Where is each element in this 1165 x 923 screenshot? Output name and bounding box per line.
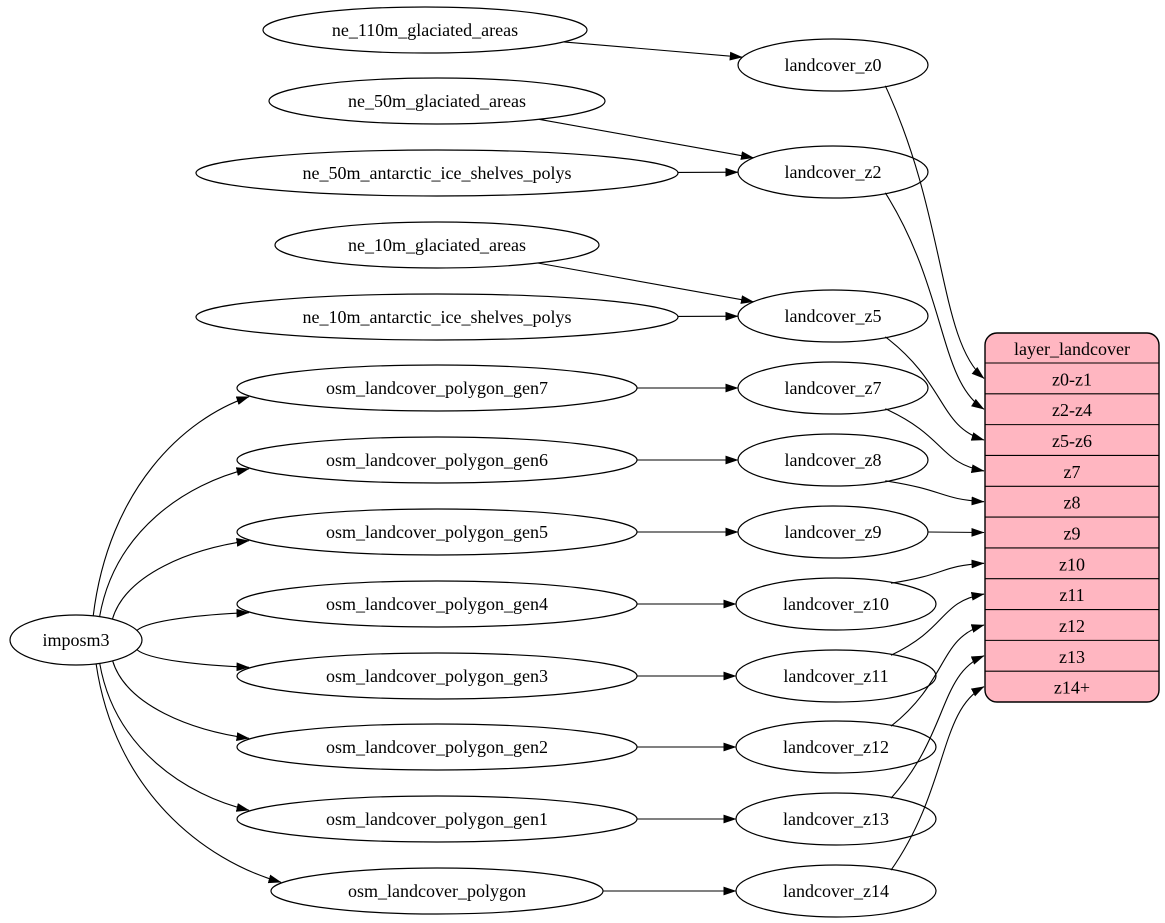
node-label: osm_landcover_polygon_gen6 — [326, 450, 548, 470]
node-landcover_z10: landcover_z10 — [735, 577, 937, 631]
node-ne_50m_glaciated_areas: ne_50m_glaciated_areas — [268, 77, 606, 125]
node-shape — [268, 77, 606, 125]
node-label: landcover_z13 — [783, 809, 889, 829]
node-ne_110m_glaciated_areas: ne_110m_glaciated_areas — [262, 6, 588, 54]
edge-imposm3-to-osm_landcover_polygon_gen7 — [92, 396, 250, 616]
node-label: landcover_z14 — [783, 881, 889, 901]
edge-landcover_z0-to-layer_landcover-row-z0-z1 — [884, 85, 985, 379]
table-row-z13: z13 — [1059, 647, 1085, 667]
node-osm_landcover_polygon_gen5: osm_landcover_polygon_gen5 — [236, 508, 638, 556]
table-row-z2-z4: z2-z4 — [1052, 400, 1092, 420]
edge-landcover_z5-to-layer_landcover-row-z5-z6 — [884, 336, 985, 441]
table-row-z10: z10 — [1059, 554, 1085, 574]
edge-imposm3-to-osm_landcover_polygon_gen6 — [99, 467, 250, 617]
node-osm_landcover_polygon: osm_landcover_polygon — [270, 867, 604, 915]
node-landcover_z7: landcover_z7 — [737, 361, 929, 415]
node-landcover_z9: landcover_z9 — [737, 505, 929, 559]
edge-ne_10m_glaciated_areas-to-landcover_z5 — [537, 262, 754, 304]
node-label: osm_landcover_polygon_gen2 — [326, 737, 548, 757]
table-row-z11: z11 — [1059, 585, 1084, 605]
node-label: osm_landcover_polygon_gen4 — [326, 594, 548, 614]
edge-ne_50m_glaciated_areas-to-landcover_z2 — [538, 118, 754, 160]
edge-landcover_z2-to-layer_landcover-row-z2-z4 — [884, 192, 985, 410]
node-imposm3: imposm3 — [9, 614, 143, 666]
node-label: osm_landcover_polygon_gen5 — [326, 522, 548, 542]
table-row-z9: z9 — [1064, 524, 1081, 544]
table-row-z14+: z14+ — [1054, 678, 1090, 698]
node-ne_10m_glaciated_areas: ne_10m_glaciated_areas — [274, 221, 600, 269]
node-label: landcover_z2 — [785, 162, 882, 182]
node-label: landcover_z5 — [785, 306, 882, 326]
node-osm_landcover_polygon_gen1: osm_landcover_polygon_gen1 — [236, 795, 638, 843]
node-label: landcover_z8 — [785, 450, 882, 470]
node-shape — [9, 614, 143, 666]
node-osm_landcover_polygon_gen6: osm_landcover_polygon_gen6 — [236, 436, 638, 484]
node-label: imposm3 — [42, 630, 109, 650]
edge-landcover_z9-to-layer_landcover-row-z9 — [927, 527, 985, 537]
node-label: ne_50m_antarctic_ice_shelves_polys — [303, 163, 572, 183]
edge-imposm3-to-osm_landcover_polygon_gen2 — [112, 660, 250, 741]
node-label: landcover_z10 — [783, 594, 889, 614]
node-ne_50m_antarctic_ice_shelves_polys: ne_50m_antarctic_ice_shelves_polys — [195, 149, 679, 197]
edge-landcover_z14-to-layer_landcover-row-z14+ — [890, 686, 985, 871]
edge-imposm3-to-osm_landcover_polygon_gen4 — [136, 608, 250, 631]
node-shape — [262, 6, 588, 54]
node-landcover_z14: landcover_z14 — [735, 864, 937, 918]
table-row-z7: z7 — [1064, 462, 1081, 482]
node-landcover_z11: landcover_z11 — [735, 649, 937, 703]
edge-landcover_z8-to-layer_landcover-row-z8 — [885, 480, 985, 506]
edge-landcover_z13-to-layer_landcover-row-z13 — [890, 655, 985, 799]
node-label: landcover_z11 — [783, 666, 888, 686]
node-ne_10m_antarctic_ice_shelves_polys: ne_10m_antarctic_ice_shelves_polys — [195, 293, 679, 341]
node-landcover_z13: landcover_z13 — [735, 792, 937, 846]
node-landcover_z0: landcover_z0 — [737, 38, 929, 92]
edge-imposm3-to-osm_landcover_polygon_gen3 — [136, 649, 250, 672]
node-osm_landcover_polygon_gen2: osm_landcover_polygon_gen2 — [236, 723, 638, 771]
node-label: landcover_z9 — [785, 522, 882, 542]
node-label: landcover_z12 — [783, 737, 889, 757]
edge-landcover_z7-to-layer_landcover-row-z7 — [885, 408, 985, 474]
edge-landcover_z10-to-layer_landcover-row-z10 — [890, 559, 985, 584]
node-label: ne_110m_glaciated_areas — [332, 20, 518, 40]
edge-imposm3-to-osm_landcover_polygon_gen1 — [99, 663, 250, 812]
node-label: landcover_z0 — [785, 55, 882, 75]
node-label: osm_landcover_polygon_gen3 — [326, 666, 548, 686]
edge-ne_110m_glaciated_areas-to-landcover_z0 — [563, 41, 743, 61]
node-shape — [195, 293, 679, 341]
node-osm_landcover_polygon_gen4: osm_landcover_polygon_gen4 — [236, 580, 638, 628]
edge-landcover_z11-to-layer_landcover-row-z11 — [890, 591, 985, 656]
node-label: osm_landcover_polygon — [348, 881, 526, 901]
node-label: ne_10m_glaciated_areas — [348, 235, 526, 255]
node-label: ne_10m_antarctic_ice_shelves_polys — [303, 307, 572, 327]
edge-landcover_z12-to-layer_landcover-row-z12 — [890, 624, 985, 727]
edge-imposm3-to-osm_landcover_polygon — [95, 663, 282, 884]
node-landcover_z8: landcover_z8 — [737, 433, 929, 487]
edge-imposm3-to-osm_landcover_polygon_gen5 — [111, 538, 250, 620]
node-osm_landcover_polygon_gen7: osm_landcover_polygon_gen7 — [236, 364, 638, 412]
node-label: ne_50m_glaciated_areas — [348, 91, 526, 111]
table-row-z0-z1: z0-z1 — [1052, 369, 1092, 389]
node-shape — [195, 149, 679, 197]
table-layer_landcover: layer_landcover z0-z1 z2-z4 z5-z6 z7 z8 z9 z10 z… — [984, 332, 1160, 703]
node-landcover_z12: landcover_z12 — [735, 720, 937, 774]
node-osm_landcover_polygon_gen3: osm_landcover_polygon_gen3 — [236, 652, 638, 700]
node-landcover_z2: landcover_z2 — [737, 145, 929, 199]
node-shape — [737, 38, 929, 92]
node-label: landcover_z7 — [785, 378, 882, 398]
node-shape — [274, 221, 600, 269]
table-row-z12: z12 — [1059, 616, 1085, 636]
table-title: layer_landcover — [1014, 339, 1130, 359]
table-row-z5-z6: z5-z6 — [1052, 431, 1092, 451]
node-label: osm_landcover_polygon_gen1 — [326, 809, 548, 829]
node-landcover_z5: landcover_z5 — [737, 289, 929, 343]
table-row-z8: z8 — [1064, 493, 1081, 513]
node-label: osm_landcover_polygon_gen7 — [326, 378, 548, 398]
